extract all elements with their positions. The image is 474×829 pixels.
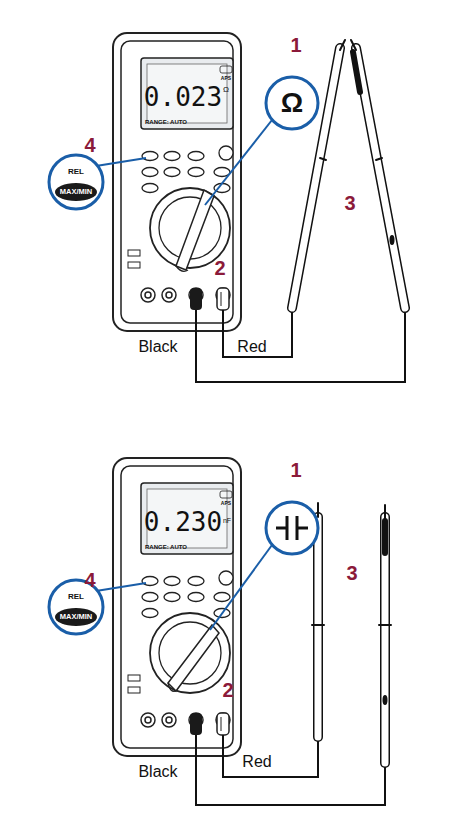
callout-number: 2 [214,258,225,278]
button-label: REL [68,593,84,601]
callout-number: 1 [290,460,301,480]
callout-number: 3 [346,563,357,583]
button-label: MAX/MIN [60,188,93,196]
lead-label: Red [240,753,273,771]
callout-number: 4 [84,570,95,590]
button-label: REL [68,168,84,176]
display-text: APS [221,76,231,81]
display-reading: 0.023 [144,84,222,110]
display-unit: Ω [223,86,229,94]
display-text: RANGE: AUTO [145,119,187,125]
callout-number: 4 [84,135,95,155]
callout-number: 2 [222,680,233,700]
lead-label: Black [136,338,179,356]
display-text: RANGE: AUTO [145,544,187,550]
function-symbol: Ω [281,89,303,117]
display-unit: nF [223,517,231,524]
callout-number: 1 [290,35,301,55]
lead-label: Black [136,763,179,781]
button-label: MAX/MIN [60,613,93,621]
display-reading: 0.230 [144,509,222,535]
lead-label: Red [235,338,268,356]
display-text: APS [221,501,231,506]
callout-number: 3 [344,193,355,213]
